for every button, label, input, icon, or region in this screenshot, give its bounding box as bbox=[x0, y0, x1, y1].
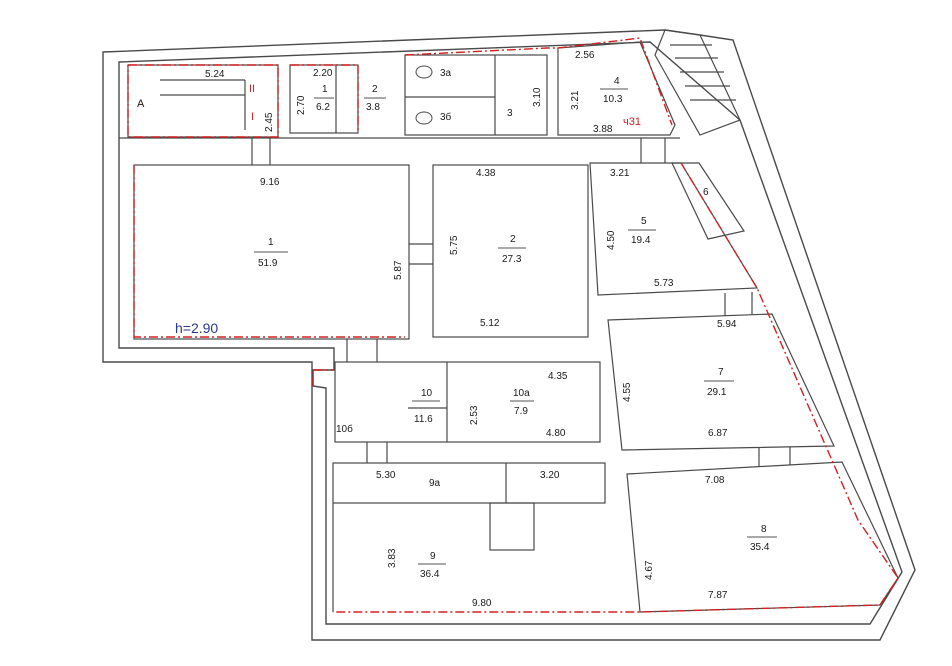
room-top-1-area: 6.2 bbox=[316, 102, 330, 113]
stair-dim-width: 5.24 bbox=[205, 69, 225, 80]
room-10a-area: 7.9 bbox=[514, 406, 528, 417]
room-8-area: 35.4 bbox=[750, 542, 770, 553]
room-9-dim-bottom: 9.80 bbox=[472, 598, 492, 609]
room-2-area: 27.3 bbox=[502, 254, 522, 265]
room-7-number: 7 bbox=[718, 367, 724, 378]
room-4-area: 10.3 bbox=[603, 94, 623, 105]
room-9-number: 9 bbox=[430, 551, 436, 562]
room-3-number: 3 bbox=[507, 108, 513, 119]
room-5-dim-side: 4.50 bbox=[606, 230, 617, 250]
room-5-area: 19.4 bbox=[631, 235, 651, 246]
room-10a-number: 10a bbox=[513, 388, 530, 399]
room-5-number: 5 bbox=[641, 216, 647, 227]
room-1-area: 51.9 bbox=[258, 258, 278, 269]
room-5-dim-bottom: 5.73 bbox=[654, 278, 674, 289]
room-9a-dim-right: 3.20 bbox=[540, 470, 560, 481]
room-10b-number: 10б bbox=[336, 423, 353, 435]
room-10-number: 10 bbox=[421, 388, 433, 399]
leased-boundary bbox=[127, 37, 899, 613]
room-2-dim-side: 5.75 bbox=[449, 235, 460, 255]
room-2-dim-top: 4.38 bbox=[476, 168, 496, 179]
stair-roman-lower: I bbox=[251, 111, 254, 123]
stair-roman-upper: II bbox=[249, 83, 255, 95]
room-10a-dim-top: 4.35 bbox=[548, 371, 568, 382]
room-10-dim: 2.53 bbox=[469, 405, 480, 425]
room-9a-number: 9a bbox=[429, 478, 441, 489]
height-label: h=2.90 bbox=[175, 320, 218, 336]
room-1-dim-top: 9.16 bbox=[260, 177, 280, 188]
room-4-dim-side: 3.21 bbox=[570, 90, 581, 110]
stair-label-a: A bbox=[137, 98, 145, 110]
room-2-number: 2 bbox=[510, 234, 516, 245]
room-top-1-number: 1 bbox=[322, 84, 328, 95]
room-7-dim-bottom: 6.87 bbox=[708, 428, 728, 439]
cadastral-label: ч31 bbox=[623, 116, 641, 128]
room-6-number: 6 bbox=[703, 187, 709, 198]
room-3-dim: 3.10 bbox=[532, 87, 543, 107]
room-9a-dim-left: 5.30 bbox=[376, 470, 396, 481]
room-8-dim-top: 7.08 bbox=[705, 475, 725, 486]
room-7-area: 29.1 bbox=[707, 387, 727, 398]
room-9-dim-side: 3.83 bbox=[387, 548, 398, 568]
room-top-2-area: 3.8 bbox=[366, 102, 380, 113]
room-4-dim-bottom: 3.88 bbox=[593, 124, 613, 135]
room-8-dim-side: 4.67 bbox=[644, 560, 655, 580]
room-8-dim-bottom: 7.87 bbox=[708, 590, 728, 601]
outer-wall bbox=[102, 29, 916, 641]
room-1-dim-side: 5.87 bbox=[393, 260, 404, 280]
room-10-area: 11.6 bbox=[414, 414, 433, 425]
room-8-number: 8 bbox=[761, 524, 767, 535]
toilet-icon bbox=[415, 65, 433, 125]
room-top-2-number: 2 bbox=[372, 84, 378, 95]
room-2-dim-bottom: 5.12 bbox=[480, 318, 500, 329]
room-9-area: 36.4 bbox=[420, 569, 440, 580]
stair-dim-depth: 2.45 bbox=[264, 112, 275, 132]
room-3b-number: 3б bbox=[440, 111, 452, 123]
room-7-dim-side: 4.55 bbox=[622, 382, 633, 402]
interior-walls bbox=[119, 29, 899, 613]
room-4-dim-top: 2.56 bbox=[575, 50, 595, 61]
room-7-dim-top: 5.94 bbox=[717, 319, 737, 330]
room-10a-dim-bottom: 4.80 bbox=[546, 428, 566, 439]
room-1-number: 1 bbox=[268, 237, 274, 248]
room-top-1-dim-a: 2.20 bbox=[313, 68, 333, 79]
room-top-1-dim-b: 2.70 bbox=[296, 95, 307, 115]
room-4-number: 4 bbox=[614, 76, 620, 87]
room-3a-number: 3a bbox=[440, 68, 452, 79]
room-5-dim-top: 3.21 bbox=[610, 168, 630, 179]
